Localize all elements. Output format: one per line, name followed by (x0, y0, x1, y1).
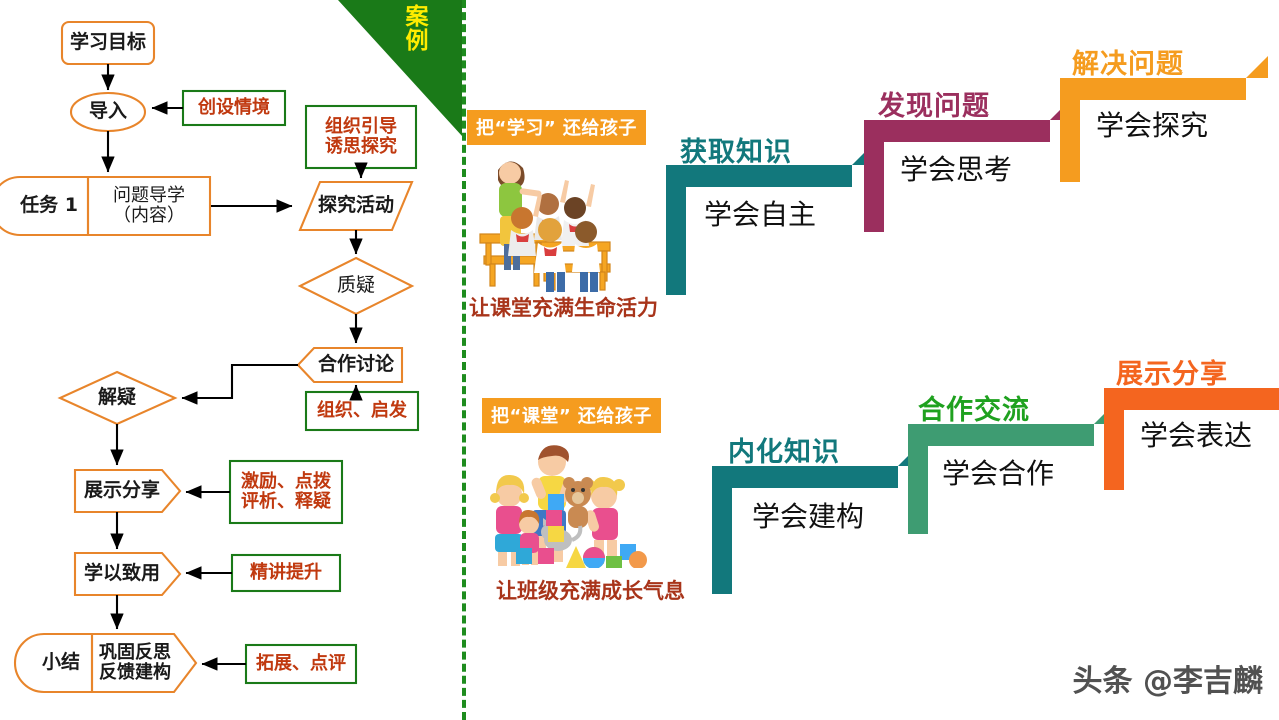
flowchart-shapes (0, 20, 420, 694)
panel-learning-caption: 让课堂充满生命活力 (469, 296, 658, 320)
step-cooperate[interactable] (908, 402, 1116, 534)
panel-learning-badge: 把“学习” 还给孩子 (467, 110, 646, 145)
step-acquire-vertical-bar (666, 165, 686, 295)
step-solve-heading: 解决问题 (1072, 49, 1184, 80)
step-acquire-horizontal-bar (666, 165, 852, 187)
step-solve-vertical-bar (1060, 78, 1080, 182)
step-acquire-sublabel: 学会自主 (704, 198, 817, 231)
step-discover-vertical-bar (864, 120, 884, 232)
step-cooperate-heading: 合作交流 (918, 395, 1030, 426)
vertical-dashed-divider (462, 0, 466, 720)
step-cooperate-sublabel: 学会合作 (942, 457, 1055, 490)
step-internalize-vertical-bar (712, 466, 732, 594)
step-internalize[interactable] (712, 444, 920, 594)
step-present-vertical-bar (1104, 388, 1124, 490)
step-solve-corner-triangle (1246, 56, 1268, 78)
teacher-and-students-icon (479, 161, 611, 292)
children-playing-blocks-icon (490, 445, 647, 568)
step-discover-sublabel: 学会思考 (900, 153, 1013, 186)
step-solve-horizontal-bar (1060, 78, 1246, 100)
step-acquire-heading: 获取知识 (680, 137, 792, 168)
panel-learning: 把“学习” 还给孩子 (462, 0, 1279, 340)
step-acquire[interactable] (666, 143, 874, 295)
step-solve-sublabel: 学会探究 (1096, 109, 1209, 142)
step-solve[interactable] (1060, 56, 1268, 182)
case-ribbon-triangle (338, 0, 462, 136)
panel-classroom: 把“课堂” 还给孩子 (462, 340, 1279, 640)
step-internalize-horizontal-bar (712, 466, 898, 488)
panel-classroom-badge: 把“课堂” 还给孩子 (482, 398, 661, 433)
step-cooperate-horizontal-bar (908, 424, 1094, 446)
watermark: 头条 @李吉麟 (1072, 664, 1263, 699)
step-present-horizontal-bar (1104, 388, 1279, 410)
step-internalize-sublabel: 学会建构 (752, 500, 865, 533)
step-discover-horizontal-bar (864, 120, 1050, 142)
step-discover[interactable] (864, 98, 1072, 232)
step-internalize-heading: 内化知识 (728, 437, 840, 468)
case-ribbon-label: 案例 (405, 4, 429, 54)
step-present-sublabel: 学会表达 (1140, 419, 1253, 452)
step-present[interactable] (1104, 388, 1279, 490)
step-cooperate-vertical-bar (908, 424, 928, 534)
step-present-heading: 展示分享 (1116, 359, 1228, 390)
step-discover-heading: 发现问题 (878, 91, 990, 122)
panel-classroom-caption: 让班级充满成长气息 (496, 579, 685, 603)
